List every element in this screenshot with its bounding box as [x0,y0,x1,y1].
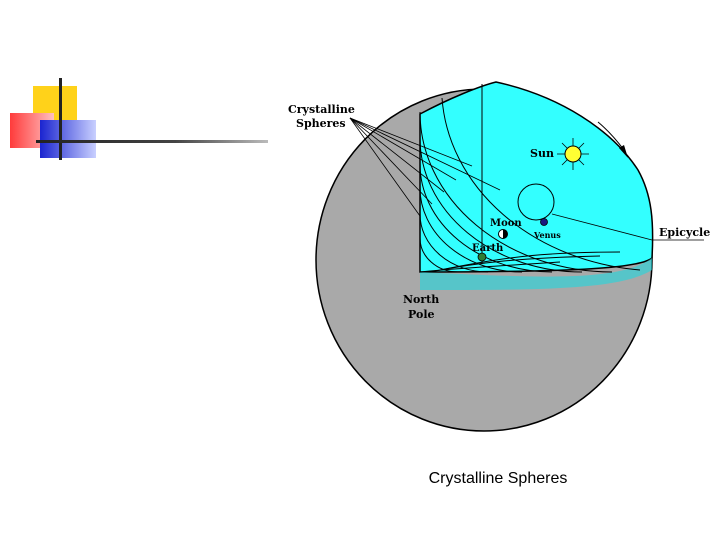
corner-decoration [0,0,280,170]
venus-icon [540,218,548,226]
sun-icon [557,138,589,170]
deco-blue-square [40,120,96,158]
cutaway-wedge [419,81,654,273]
north-pole-label-line2: Pole [408,308,435,321]
deco-vertical-line [59,78,62,160]
orbit-arcs [419,84,641,273]
pointer-lines [349,117,704,241]
sun-label: Sun [530,147,554,160]
slide-caption: Crystalline Spheres [428,470,568,487]
earth-icon [477,252,487,262]
deco-horizontal-line [36,140,268,143]
epicycle-label: Epicycle [659,226,710,239]
crystalline-label-line2: Spheres [296,117,346,130]
rotation-arrow-icon [597,121,628,158]
north-pole-label-line1: North [403,293,439,306]
cutaway-bottom-face [420,258,652,290]
venus-label: Venus [533,230,561,240]
earth-label: Earth [472,243,504,254]
epicycle-circle [517,183,555,221]
moon-label: Moon [490,218,522,229]
crystalline-label-line1: Crystalline [288,103,355,116]
moon-icon [498,229,508,239]
